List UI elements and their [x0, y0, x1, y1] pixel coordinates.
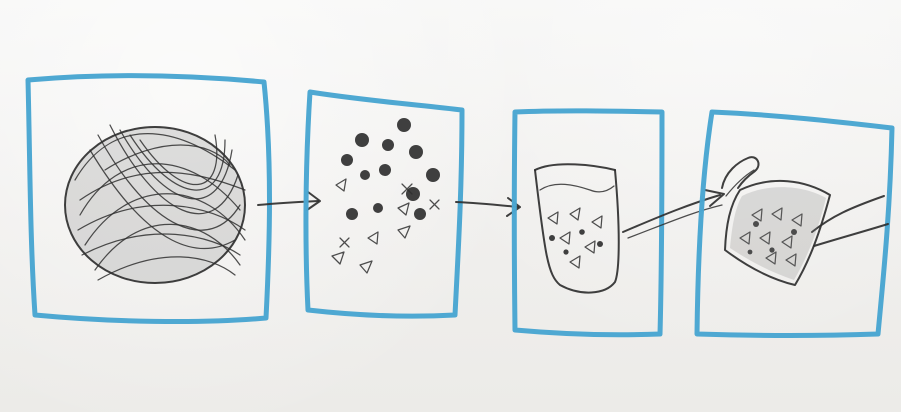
arrow-2 — [456, 198, 520, 216]
many-small-pieces-icon — [332, 118, 440, 273]
pieces-in-container-icon — [535, 164, 619, 292]
panel-3-border — [514, 111, 662, 335]
right-arrow-icon — [623, 190, 724, 238]
panel-4 — [697, 112, 892, 336]
panel-2 — [306, 92, 462, 316]
arrow-3 — [623, 190, 724, 238]
pieces-in-hand-held-tray-icon — [722, 157, 888, 285]
dark-ball-scribble-icon — [65, 125, 245, 283]
right-arrow-icon — [456, 198, 520, 216]
panel-3 — [514, 111, 662, 335]
panel-1 — [28, 76, 270, 322]
panel-2-border — [306, 92, 462, 316]
